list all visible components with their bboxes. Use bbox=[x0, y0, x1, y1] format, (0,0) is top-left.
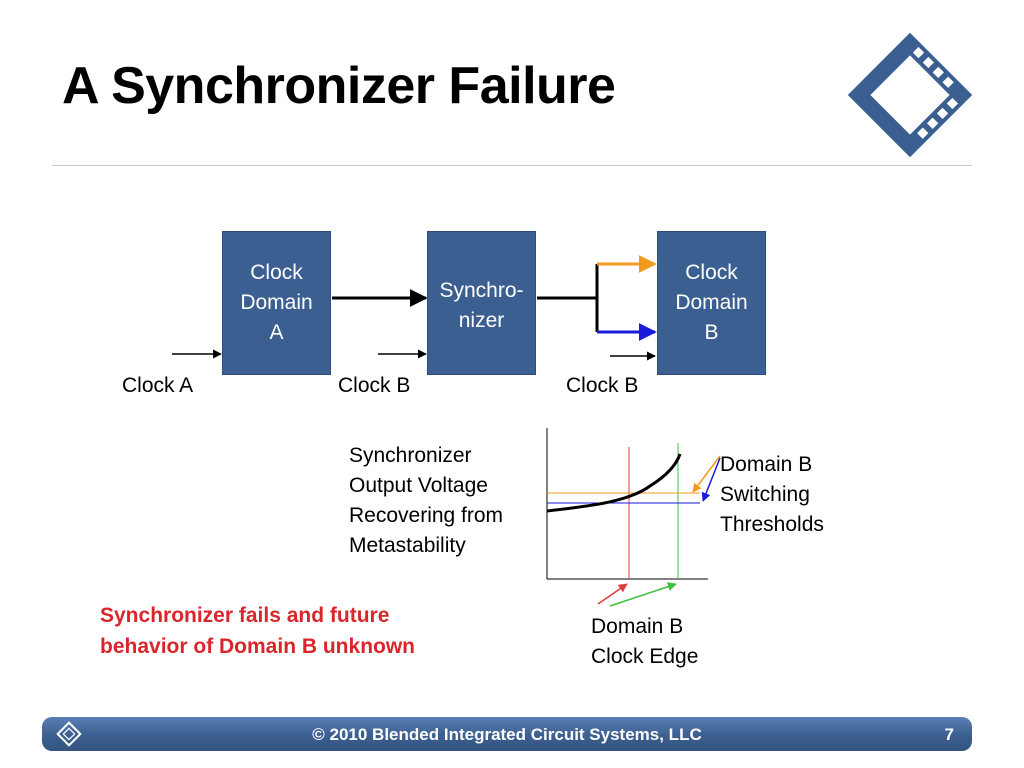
footer-page-number: 7 bbox=[944, 725, 954, 744]
output-voltage-line-2: Output Voltage bbox=[349, 474, 488, 497]
arrow-clock-edge-red bbox=[597, 583, 628, 605]
domain-a-line-3: A bbox=[269, 321, 284, 344]
clock-edge-line-2: Clock Edge bbox=[591, 645, 699, 668]
thresholds-label: Domain B Switching Thresholds bbox=[720, 450, 824, 540]
output-voltage-line-4: Metastability bbox=[349, 534, 466, 557]
thresholds-line-1: Domain B bbox=[720, 453, 813, 476]
failure-note-line-2: behavior of Domain B unknown bbox=[100, 635, 416, 658]
arrow-threshold-orange bbox=[692, 455, 721, 493]
clock-b-domain-label: Clock B bbox=[566, 374, 639, 397]
domain-b-line-2: Domain bbox=[675, 291, 748, 314]
footer-copyright: © 2010 Blended Integrated Circuit System… bbox=[312, 725, 702, 744]
arrow-clock-edge-green bbox=[609, 582, 677, 607]
arrow-threshold-blue bbox=[701, 457, 721, 502]
clock-domain-a-block: Clock Domain A bbox=[222, 231, 331, 375]
output-voltage-line-1: Synchronizer bbox=[349, 444, 472, 467]
footer-bar: © 2010 Blended Integrated Circuit System… bbox=[42, 717, 972, 751]
domain-b-line-1: Clock bbox=[685, 261, 738, 284]
failure-note-line-1: Synchronizer fails and future bbox=[100, 604, 390, 627]
slide-title: A Synchronizer Failure bbox=[62, 57, 616, 115]
thresholds-line-3: Thresholds bbox=[720, 513, 824, 536]
clock-edge-line-1: Domain B bbox=[591, 615, 684, 638]
output-voltage-line-3: Recovering from bbox=[349, 504, 504, 527]
synchronizer-block: Synchro- nizer bbox=[427, 231, 536, 375]
clock-domain-b-block: Clock Domain B bbox=[657, 231, 766, 375]
domain-b-line-3: B bbox=[704, 321, 719, 344]
metastability-curve bbox=[546, 453, 682, 513]
footer-logo-icon bbox=[56, 721, 82, 747]
domain-a-line-1: Clock bbox=[250, 261, 303, 284]
output-voltage-label: Synchronizer Output Voltage Recovering f… bbox=[349, 441, 503, 561]
clock-edge-label: Domain B Clock Edge bbox=[591, 612, 698, 672]
clock-a-label: Clock A bbox=[122, 374, 194, 397]
domain-a-line-2: Domain bbox=[240, 291, 313, 314]
thresholds-line-2: Switching bbox=[720, 483, 810, 506]
title-divider bbox=[52, 165, 972, 166]
clock-b-sync-label: Clock B bbox=[338, 374, 411, 397]
film-diamond-logo-icon bbox=[847, 32, 973, 158]
sync-line-1: Synchro- bbox=[439, 279, 524, 302]
sync-line-2: nizer bbox=[458, 309, 505, 332]
failure-note: Synchronizer fails and future behavior o… bbox=[100, 600, 415, 662]
